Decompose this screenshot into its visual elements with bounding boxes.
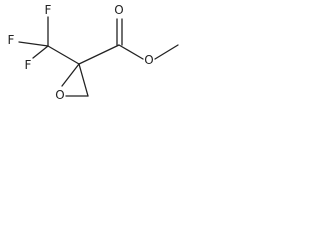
bond-ring-carbon-ch2: [78, 63, 89, 97]
atom-label-f-top: F: [45, 3, 52, 17]
atom-label-o-ring: O: [55, 88, 64, 102]
bond-ring-carbonyl: [78, 44, 120, 65]
bond-cf-left: [18, 41, 49, 47]
molecule-structure-diagram: F F F O O O: [8, 3, 179, 102]
bond-ring-carbon-oxygen: [61, 63, 80, 87]
atom-label-o-ester: O: [144, 53, 153, 67]
atom-label-f-bottom: F: [25, 58, 32, 72]
atom-label-f-left: F: [8, 33, 15, 47]
bond-cf3-ring-carbon: [47, 45, 80, 65]
bond-ester-o-methyl: [154, 44, 179, 60]
bond-cf-bottom: [32, 45, 49, 59]
bond-carbonyl-ester-o: [118, 44, 144, 60]
atom-label-o-carbonyl: O: [114, 3, 123, 17]
